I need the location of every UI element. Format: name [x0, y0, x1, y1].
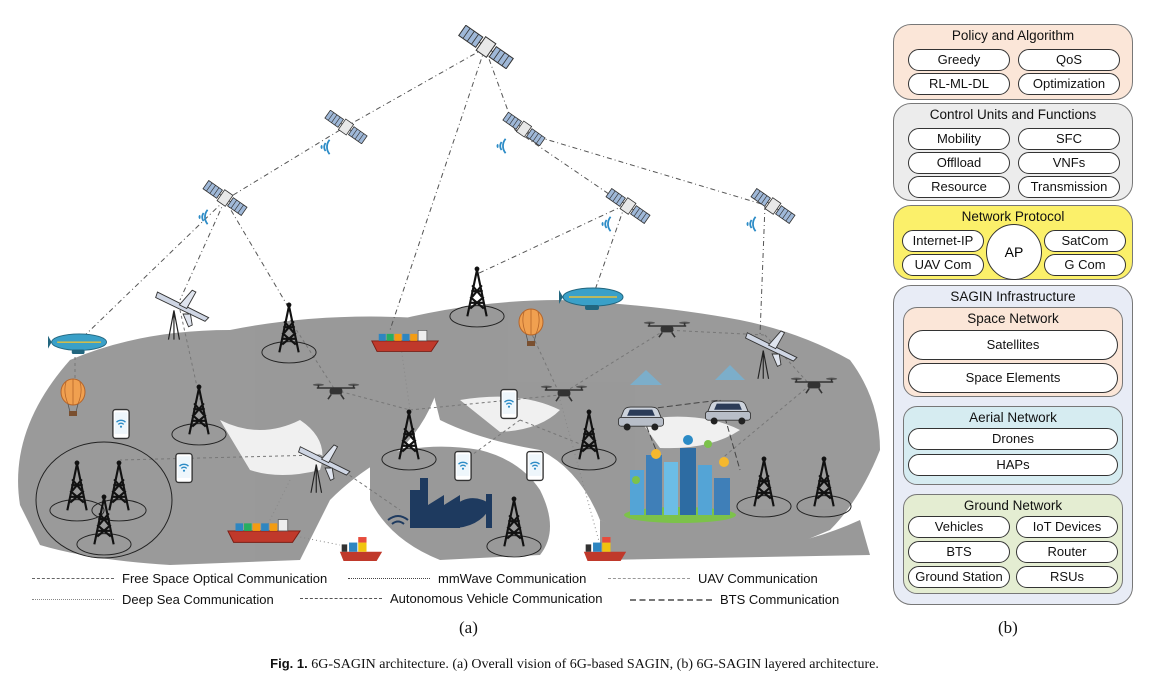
pill-satcom: SatCom: [1044, 230, 1126, 252]
signal-waves-icon: [746, 215, 757, 233]
satellite-icon: [457, 25, 515, 69]
pill-rsus: RSUs: [1016, 566, 1118, 588]
legend-av-line: [300, 598, 382, 599]
pill-resource: Resource: [908, 176, 1010, 198]
factory-icon: [387, 478, 492, 528]
legend-bts: BTS Communication: [630, 592, 839, 607]
pill-ground-station: Ground Station: [908, 566, 1010, 588]
caption-label: Fig. 1.: [270, 656, 308, 671]
pill-iot-devices: IoT Devices: [1016, 516, 1118, 538]
pill-offload: Offlload: [908, 152, 1010, 174]
pill-greedy: Greedy: [908, 49, 1010, 71]
legend-deepsea-line: [32, 599, 114, 600]
legend-av-label: Autonomous Vehicle Communication: [390, 591, 603, 606]
pill-satellites: Satellites: [908, 330, 1118, 360]
world-map: [18, 300, 880, 565]
signal-waves-icon: [320, 138, 331, 156]
legend-uav-line: [608, 578, 690, 579]
panel-title: Control Units and Functions: [929, 107, 1097, 122]
smartphone-icon: [175, 452, 193, 484]
pill-vnfs: VNFs: [1018, 152, 1120, 174]
legend-uav: UAV Communication: [608, 571, 818, 586]
boat-icon: [339, 537, 383, 561]
pill-drones: Drones: [908, 428, 1118, 450]
smartphone-icon: [454, 450, 472, 482]
panel-title: Policy and Algorithm: [951, 28, 1075, 43]
fso-links: [79, 47, 766, 341]
pill-qos: QoS: [1018, 49, 1120, 71]
panel-title: Aerial Network: [969, 410, 1057, 425]
panel-title: Network Protocol: [961, 209, 1065, 224]
pill-haps: HAPs: [908, 454, 1118, 476]
pill-uav-com: UAV Com: [902, 254, 984, 276]
caption-text: 6G-SAGIN architecture. (a) Overall visio…: [311, 657, 879, 672]
pill-g-com: G Com: [1044, 254, 1126, 276]
pill-internet-ip: Internet-IP: [902, 230, 984, 252]
legend-deepsea-label: Deep Sea Communication: [122, 592, 274, 607]
legend-av: Autonomous Vehicle Communication: [300, 591, 602, 606]
subfigure-label-a: (a): [459, 618, 478, 637]
ground-network-panel: Ground Network Vehicles IoT Devices BTS …: [903, 494, 1123, 594]
control-units-panel: Control Units and Functions Mobility SFC…: [893, 103, 1133, 201]
network-protocol-panel: Network Protocol Internet-IP SatCom UAV …: [893, 205, 1133, 280]
panel-title: Ground Network: [963, 498, 1063, 513]
pill-transmission: Transmission: [1018, 176, 1120, 198]
pill-router: Router: [1016, 541, 1118, 563]
legend-fso-line: [32, 578, 114, 579]
pill-rl-ml-dl: RL-ML-DL: [908, 73, 1010, 95]
pill-sfc: SFC: [1018, 128, 1120, 150]
legend-uav-label: UAV Communication: [698, 571, 818, 586]
satellite-icon: [323, 110, 369, 144]
panel-title: SAGIN Infrastructure: [950, 289, 1076, 304]
sagin-infrastructure-panel: SAGIN Infrastructure Space Network Satel…: [893, 285, 1133, 605]
smartphone-icon: [500, 388, 518, 420]
pill-mobility: Mobility: [908, 128, 1010, 150]
signal-waves-icon: [496, 137, 507, 155]
figure-caption: Fig. 1. 6G-SAGIN architecture. (a) Overa…: [0, 656, 1149, 673]
pill-space-elements: Space Elements: [908, 363, 1118, 393]
legend-mmwave-line: [348, 578, 430, 579]
satellite-icon: [501, 112, 547, 146]
legend-bts-line: [630, 598, 712, 601]
space-network-panel: Space Network Satellites Space Elements: [903, 307, 1123, 397]
pill-vehicles: Vehicles: [908, 516, 1010, 538]
policy-algorithm-panel: Policy and Algorithm Greedy QoS RL-ML-DL…: [893, 24, 1133, 100]
legend-bts-label: BTS Communication: [720, 592, 840, 607]
satellite-icon: [604, 188, 652, 224]
signal-waves-icon: [198, 208, 209, 226]
satellite-icon: [201, 180, 249, 216]
panel-title: Space Network: [967, 311, 1059, 326]
satellite-icon: [749, 188, 797, 224]
legend-deepsea: Deep Sea Communication: [32, 592, 274, 607]
legend-fso-label: Free Space Optical Communication: [122, 571, 328, 586]
signal-waves-icon: [601, 215, 612, 233]
legend-mmwave: mmWave Communication: [348, 571, 586, 586]
smart-city-icon: [624, 435, 736, 523]
smartphone-icon: [112, 408, 130, 440]
cell-coverage-circle: [35, 441, 173, 559]
pill-optimization: Optimization: [1018, 73, 1120, 95]
subfigure-label-b: (b): [998, 618, 1018, 637]
pill-bts: BTS: [908, 541, 1010, 563]
legend-mmwave-label: mmWave Communication: [438, 571, 587, 586]
aerial-network-panel: Aerial Network Drones HAPs: [903, 406, 1123, 485]
ap-circle: AP: [986, 224, 1042, 280]
legend-fso: Free Space Optical Communication: [32, 571, 327, 586]
smartphone-icon: [526, 450, 544, 482]
